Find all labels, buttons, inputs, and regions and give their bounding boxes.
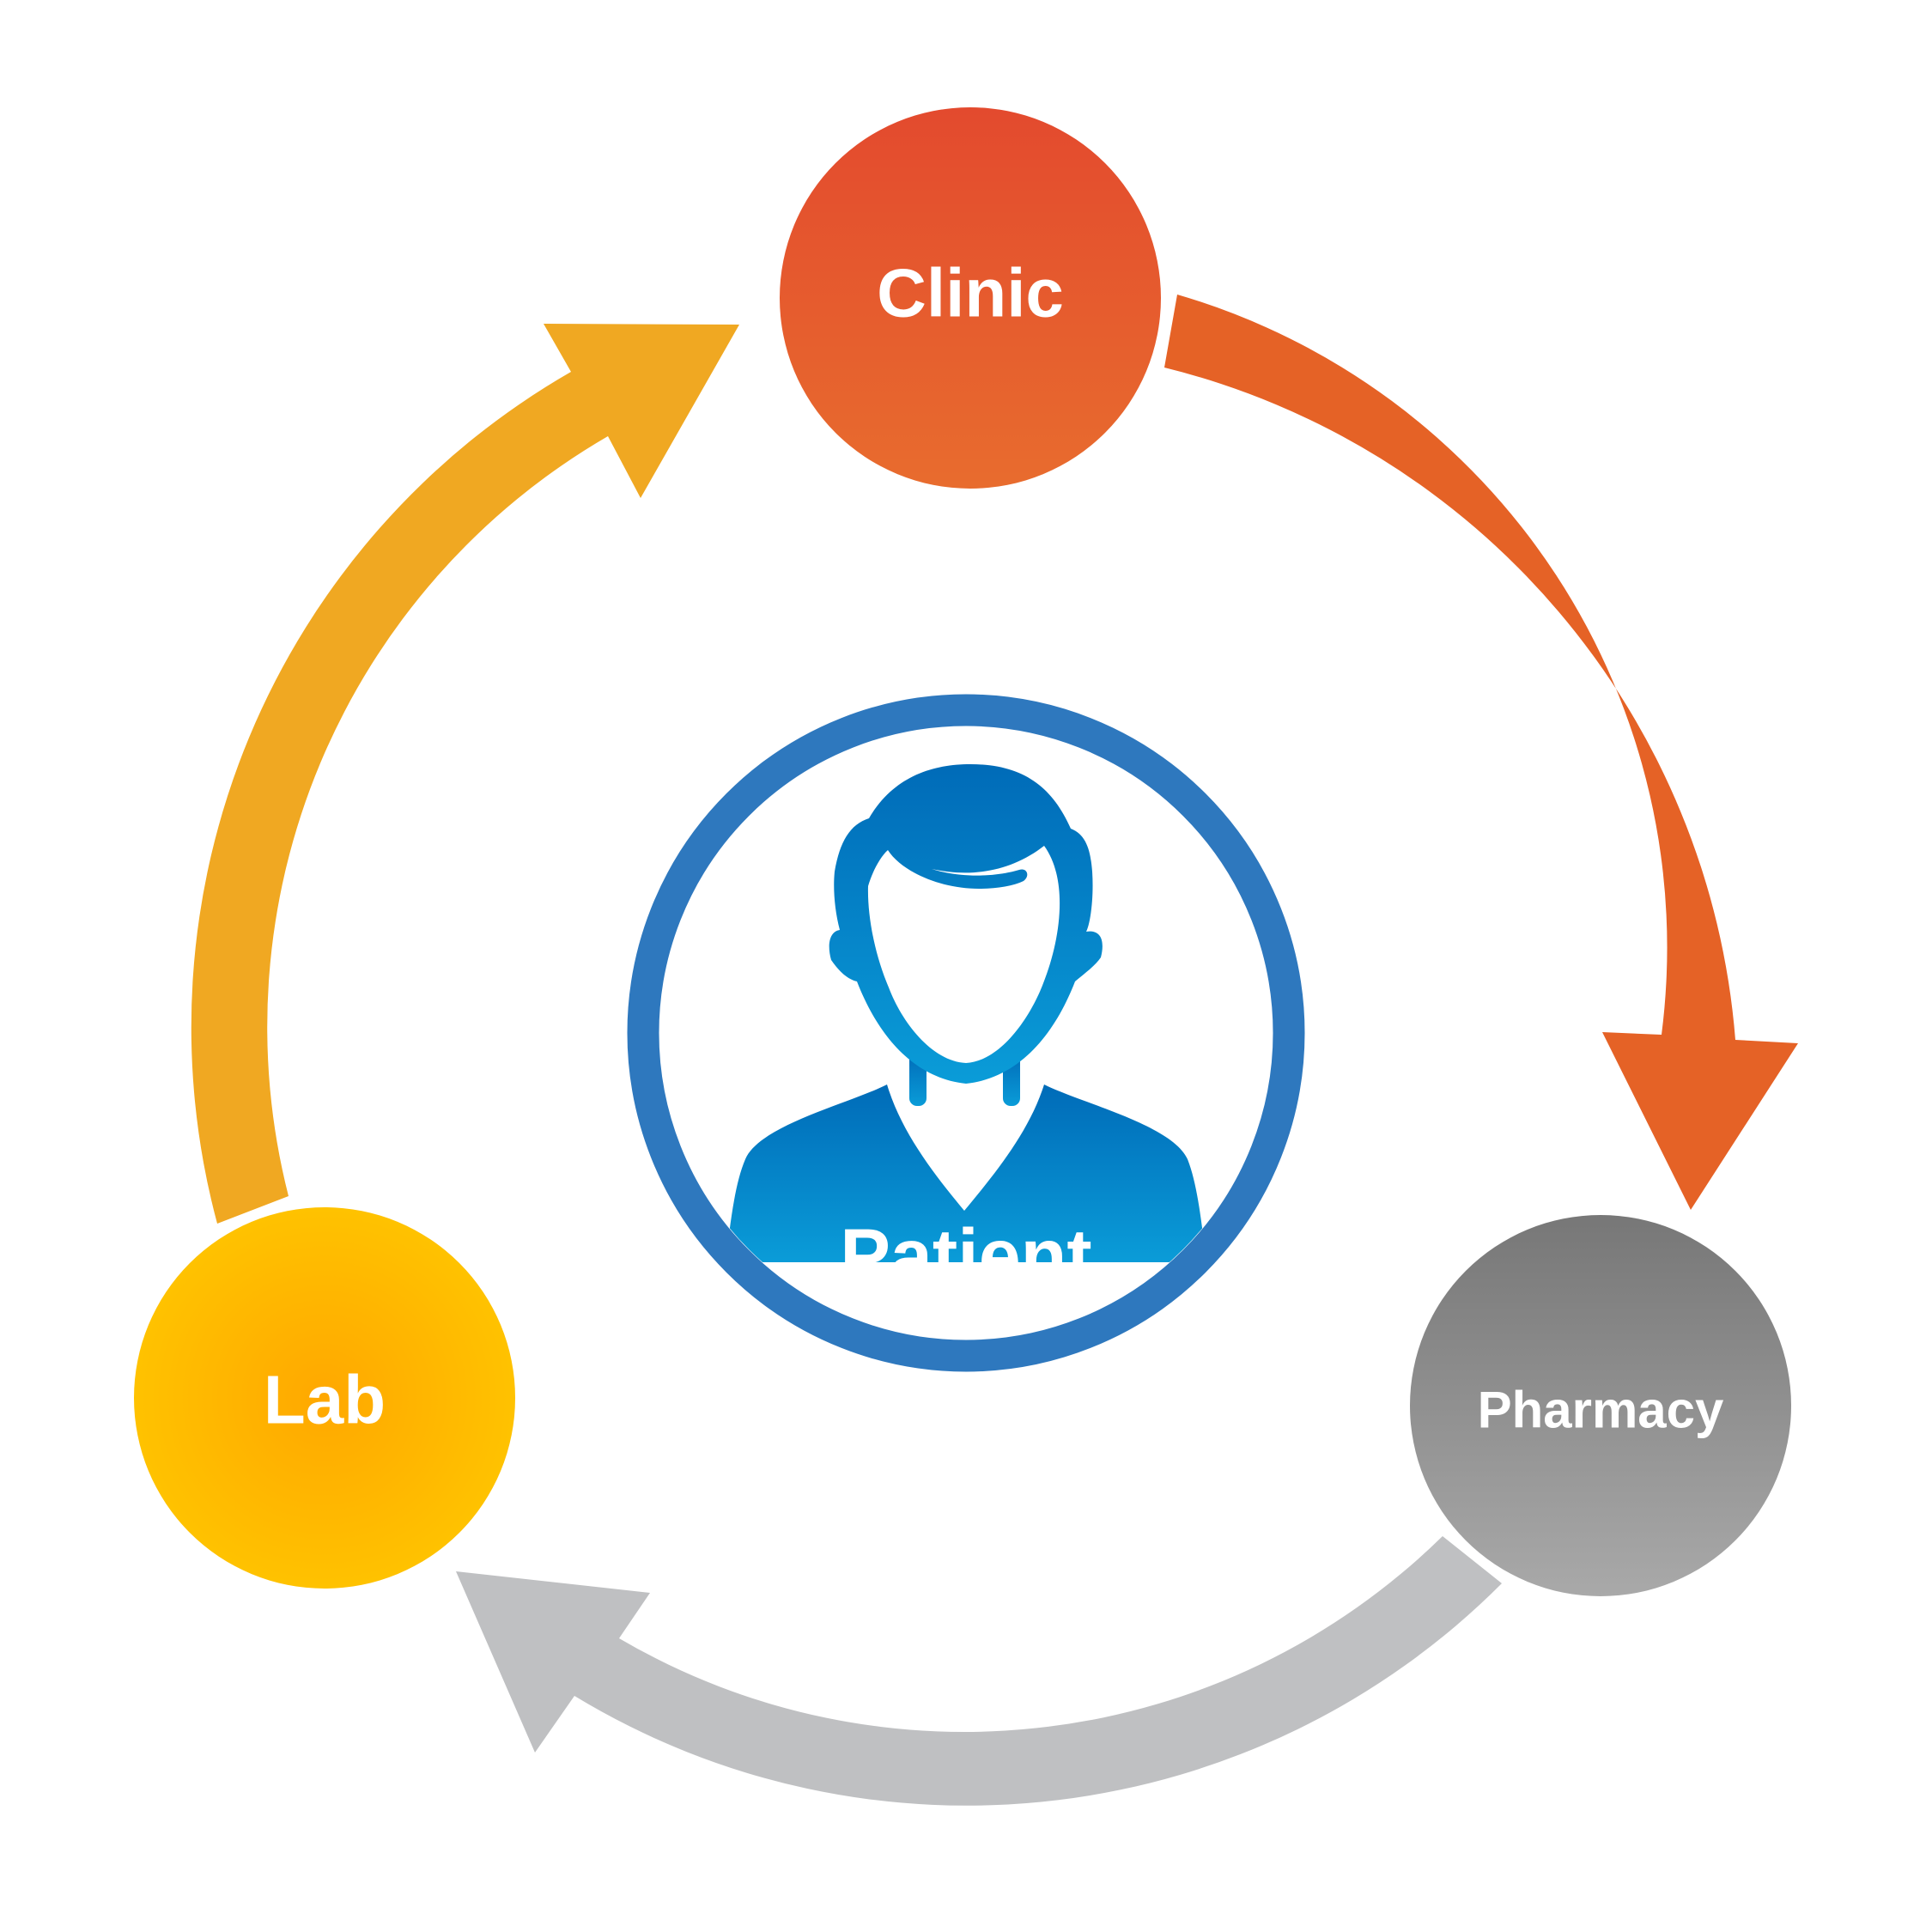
patient-label: Patient — [840, 1213, 1091, 1298]
lab-circle — [134, 1207, 515, 1589]
pharmacy-circle — [1410, 1215, 1791, 1596]
person-icon — [726, 764, 1206, 1262]
clinic-circle — [780, 107, 1161, 489]
clinic-node: Clinic — [770, 98, 1170, 498]
patient-node: Patient — [627, 694, 1305, 1372]
arrow-lab-to-clinic — [191, 324, 739, 1224]
patient-ring — [627, 694, 1305, 1372]
lab-node: Lab — [125, 1198, 525, 1598]
pharmacy-label: Pharmacy — [1478, 1382, 1724, 1439]
arrow-pharmacy-to-lab — [456, 1536, 1502, 1806]
pharmacy-node: Pharmacy — [1400, 1206, 1801, 1606]
arrow-clinic-to-pharmacy — [1164, 295, 1798, 1210]
lab-label: Lab — [264, 1362, 386, 1438]
clinic-label: Clinic — [877, 255, 1064, 331]
